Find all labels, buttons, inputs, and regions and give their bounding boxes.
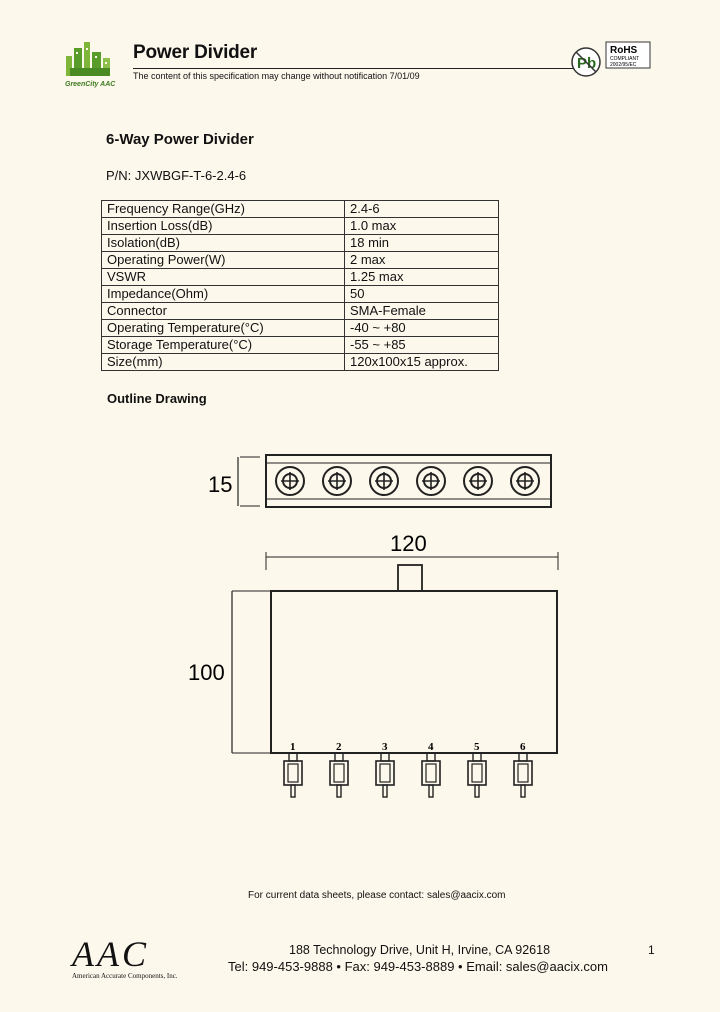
logo-text: GreenCity AAC [65,81,116,88]
spec-row: Isolation(dB)18 min [101,234,499,252]
spec-value: -40 ~ +80 [344,319,499,337]
spec-param: VSWR [101,268,345,286]
port-pin [382,784,388,798]
port-label: 4 [428,741,434,753]
spec-value: 18 min [344,234,499,252]
spec-row: Insertion Loss(dB)1.0 max [101,217,499,235]
dim-120: 120 [390,531,427,556]
spec-notice: The content of this specification may ch… [133,71,420,81]
port-stem [288,752,298,762]
side-connector [416,466,446,496]
side-view [237,454,552,508]
spec-param: Isolation(dB) [101,234,345,252]
address-line: 188 Technology Drive, Unit H, Irvine, CA… [289,943,551,957]
rohs-code: 2002/95/EC [610,62,637,68]
spec-value: 50 [344,285,499,303]
spec-value: 120x100x15 approx. [344,353,499,371]
port-pin [474,784,480,798]
spec-param: Connector [101,302,345,320]
spec-param: Operating Temperature(°C) [101,319,345,337]
port-stem [472,752,482,762]
spec-param: Frequency Range(GHz) [101,200,345,218]
port-label: 3 [382,741,388,753]
aac-logo-text: AAC [70,934,149,974]
spec-param: Storage Temperature(°C) [101,336,345,354]
contact-line: For current data sheets, please contact:… [248,890,506,901]
page-title: Power Divider [133,42,258,63]
spec-value: 2 max [344,251,499,269]
side-connector [275,466,305,496]
port-pin [428,784,434,798]
spec-param: Insertion Loss(dB) [101,217,345,235]
port-label: 2 [336,741,342,753]
port-label: 5 [474,741,480,753]
top-view [231,552,559,798]
dim-15: 15 [208,472,232,497]
port-pin [520,784,526,798]
part-number: P/N: JXWBGF-T-6-2.4-6 [106,168,247,183]
spec-row: Size(mm)120x100x15 approx. [101,353,499,371]
rohs-badge: Pb RoHS COMPLIANT 2002/95/EC [571,41,651,77]
page-number: 1 [648,943,655,957]
side-connector [322,466,352,496]
spec-value: 1.0 max [344,217,499,235]
side-connector [463,466,493,496]
port-stem [426,752,436,762]
side-connector [510,466,540,496]
port-pin [290,784,296,798]
spec-param: Operating Power(W) [101,251,345,269]
doc-heading: 6-Way Power Divider [106,131,254,148]
spec-row: Operating Power(W)2 max [101,251,499,269]
spec-row: Impedance(Ohm)50 [101,285,499,303]
port-stem [334,752,344,762]
outline-heading: Outline Drawing [107,391,207,406]
rohs-title: RoHS [610,45,638,56]
spec-value: -55 ~ +85 [344,336,499,354]
phone-line: Tel: 949-453-9888 • Fax: 949-453-8889 • … [228,959,608,974]
greencity-logo: GreenCity AAC [65,42,116,88]
spec-row: Operating Temperature(°C)-40 ~ +80 [101,319,499,337]
spec-value: SMA-Female [344,302,499,320]
port-pin [336,784,342,798]
side-connector [369,466,399,496]
outline-drawing: 15 120 100 1 2 3 4 5 6 [188,454,559,798]
company-name: American Accurate Components, Inc. [72,972,178,980]
port-stem [380,752,390,762]
spec-row: Storage Temperature(°C)-55 ~ +85 [101,336,499,354]
port-stem [518,752,528,762]
port-label: 1 [290,741,296,753]
rohs-compliant: COMPLIANT [610,56,639,62]
dim-100: 100 [188,660,225,685]
header-divider [133,68,583,69]
aac-logo: AAC American Accurate Components, Inc. [70,934,178,980]
spec-value: 2.4-6 [344,200,499,218]
spec-param: Size(mm) [101,353,345,371]
spec-value: 1.25 max [344,268,499,286]
spec-row: Frequency Range(GHz)2.4-6 [101,200,499,218]
spec-param: Impedance(Ohm) [101,285,345,303]
port-label: 6 [520,741,526,753]
